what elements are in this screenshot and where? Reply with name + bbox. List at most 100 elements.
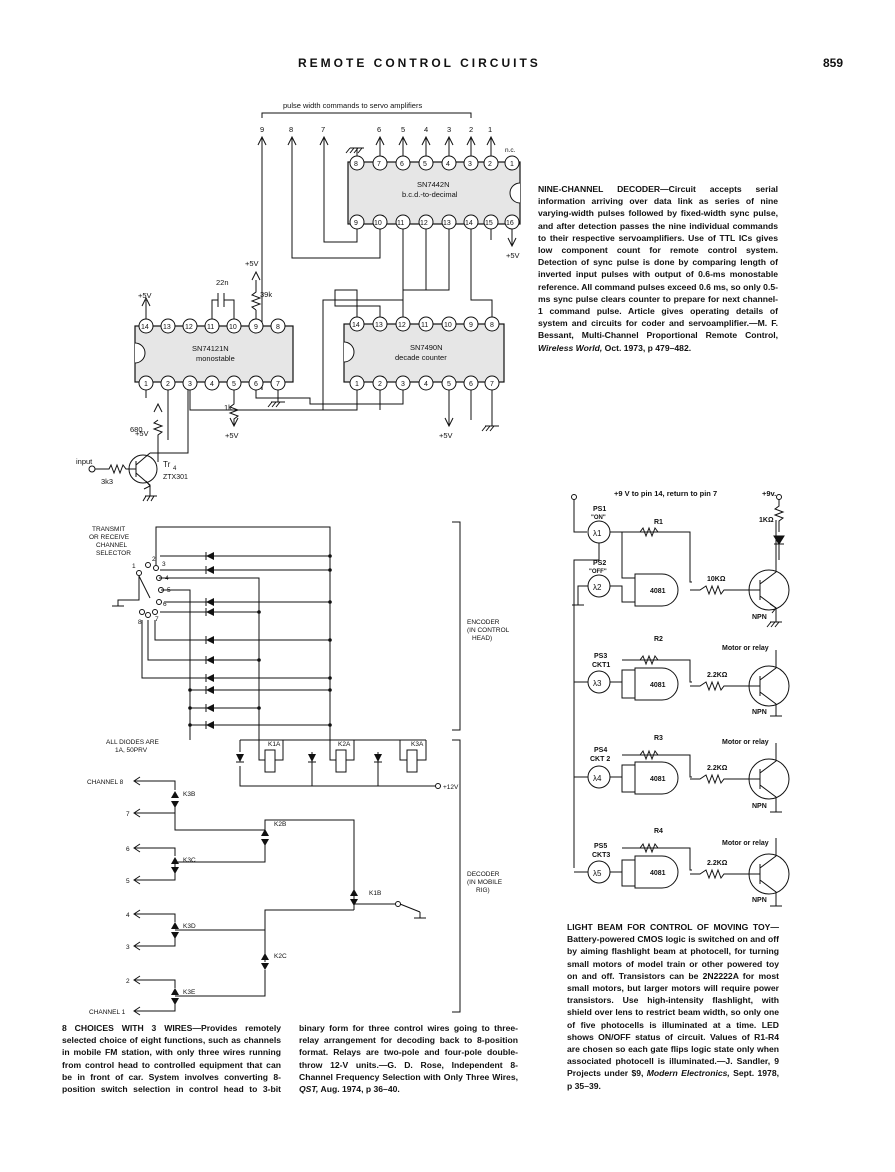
- svg-text:CHANNEL 1: CHANNEL 1: [89, 1009, 126, 1016]
- svg-text:CHANNEL 8: CHANNEL 8: [87, 779, 124, 786]
- svg-text:6: 6: [254, 381, 258, 388]
- fig3-wiring: [571, 494, 790, 907]
- svg-text:10KΩ: 10KΩ: [707, 576, 726, 583]
- svg-text:9: 9: [469, 322, 473, 329]
- svg-text:K3B: K3B: [183, 791, 195, 798]
- svg-text:CKT1: CKT1: [592, 662, 610, 669]
- chip-sn7490n: SN7490N decade counter: [343, 323, 505, 383]
- svg-text:OR RECEIVE: OR RECEIVE: [89, 534, 130, 541]
- svg-text:8: 8: [138, 619, 142, 626]
- svg-text:K2C: K2C: [274, 953, 287, 960]
- svg-text:ENCODER: ENCODER: [467, 619, 500, 626]
- svg-text:6: 6: [377, 125, 381, 134]
- svg-text:10: 10: [444, 322, 452, 329]
- svg-text:1: 1: [144, 381, 148, 388]
- sn7442n-sub: b.c.d.-to-decimal: [402, 190, 458, 199]
- sn74121n-label: SN74121N: [192, 344, 229, 353]
- svg-text:5: 5: [126, 878, 130, 885]
- svg-text:RIG): RIG): [476, 887, 490, 894]
- fig2-relay-contact-labels: K3B K2B K3C K1B K3D K2C K3E: [183, 791, 381, 996]
- svg-text:7: 7: [276, 381, 280, 388]
- r39k-label: 39k: [260, 290, 272, 299]
- fig2-relay-coils: [239, 739, 441, 789]
- sn7442n-vcc: +5V: [506, 251, 520, 260]
- svg-text:13: 13: [375, 322, 383, 329]
- caption-light-beam: LIGHT BEAM FOR CONTROL OF MOVING TOY—Bat…: [567, 922, 780, 1091]
- fig2-switch-positions: 1 2 3 4 5 6 7 8: [132, 556, 171, 626]
- vcc-counter: +5V: [439, 431, 453, 440]
- fig2-encoder-matrix: [141, 526, 331, 740]
- svg-text:3: 3: [401, 381, 405, 388]
- svg-text:Motor or relay: Motor or relay: [722, 645, 769, 652]
- svg-text:Motor or relay: Motor or relay: [722, 739, 769, 746]
- fig2-selector-label: TRANSMIT OR RECEIVE CHANNEL SELECTOR: [89, 526, 131, 557]
- fig2-coil-diodes: [236, 754, 382, 763]
- fig1-output-numbers: 9 8 7 6 5 4 3 2 1 n.c.: [260, 125, 516, 154]
- decoder-label: DECODER (IN MOBILE RIG): [467, 871, 503, 894]
- svg-text:9: 9: [354, 220, 358, 227]
- fig3-supply-note: +9 V to pin 14, return to pin 7: [614, 489, 717, 498]
- svg-text:7: 7: [490, 381, 494, 388]
- svg-text:DECODER: DECODER: [467, 871, 500, 878]
- svg-text:3: 3: [188, 381, 192, 388]
- svg-text:2.2KΩ: 2.2KΩ: [707, 672, 728, 679]
- svg-text:(IN CONTROL: (IN CONTROL: [467, 627, 510, 634]
- svg-text:PS2: PS2: [593, 560, 606, 567]
- svg-text:12: 12: [420, 220, 428, 227]
- vcc-39k: +5V: [245, 259, 259, 268]
- svg-text:6: 6: [469, 381, 473, 388]
- svg-text:PS5: PS5: [594, 843, 607, 850]
- input-label: input: [76, 457, 93, 466]
- svg-text:4081: 4081: [650, 776, 666, 783]
- svg-text:TRANSMIT: TRANSMIT: [92, 526, 125, 533]
- svg-text:2: 2: [488, 161, 492, 168]
- svg-text:9: 9: [254, 324, 258, 331]
- r1k-label: 1k: [224, 403, 232, 412]
- svg-text:R1: R1: [654, 519, 663, 526]
- relay-k2a: K2A: [338, 741, 351, 748]
- svg-text:7: 7: [126, 811, 130, 818]
- svg-text:(IN MOBILE: (IN MOBILE: [467, 879, 503, 886]
- svg-text:K3C: K3C: [183, 857, 196, 864]
- svg-text:1: 1: [510, 161, 514, 168]
- svg-text:1KΩ: 1KΩ: [759, 517, 774, 524]
- svg-text:2.2KΩ: 2.2KΩ: [707, 860, 728, 867]
- svg-text:12: 12: [398, 322, 406, 329]
- fig1-component-labels: 22n 39k +5V +5V 1k +5V +5V +5V 680 680 i…: [76, 259, 453, 486]
- fig2-switch: [112, 562, 164, 618]
- fig1-top-label: pulse width commands to servo amplifiers: [283, 101, 422, 110]
- svg-text:8: 8: [354, 161, 358, 168]
- fig1-top-bracket: [261, 112, 472, 118]
- svg-text:13: 13: [163, 324, 171, 331]
- c22n-label: 22n: [216, 278, 229, 287]
- svg-text:4: 4: [126, 912, 130, 919]
- svg-text:6: 6: [163, 601, 167, 608]
- vcc-1k: +5V: [225, 431, 239, 440]
- svg-text:16: 16: [506, 220, 514, 227]
- svg-text:4081: 4081: [650, 682, 666, 689]
- svg-text:5: 5: [423, 161, 427, 168]
- svg-text:11: 11: [397, 220, 404, 227]
- svg-text:PS3: PS3: [594, 653, 607, 660]
- svg-text:CKT3: CKT3: [592, 852, 610, 859]
- svg-text:PS1: PS1: [593, 506, 606, 513]
- svg-text:14: 14: [141, 324, 149, 331]
- svg-text:2: 2: [166, 381, 170, 388]
- svg-text:1: 1: [355, 381, 359, 388]
- svg-text:10: 10: [374, 220, 382, 227]
- chip-sn7442n: SN7442N b.c.d.-to-decimal: [347, 161, 521, 225]
- svg-text:λ5: λ5: [593, 869, 602, 878]
- svg-text:NPN: NPN: [752, 803, 767, 810]
- encoder-label: ENCODER (IN CONTROL HEAD): [467, 619, 510, 642]
- svg-text:λ4: λ4: [593, 774, 602, 783]
- fig2-decoder-arrows: [171, 791, 358, 1005]
- r680-text: 680: [130, 425, 143, 434]
- svg-text:NPN: NPN: [752, 614, 767, 621]
- svg-text:CHANNEL: CHANNEL: [96, 542, 127, 549]
- svg-text:14: 14: [352, 322, 360, 329]
- fig3-labels: PS1 "ON" λ1 PS2 "OFF" λ2 PS3 CKT1 λ3 PS4…: [589, 506, 774, 904]
- sn7442n-label: SN7442N: [417, 180, 450, 189]
- svg-text:7: 7: [377, 161, 381, 168]
- sn7490n-sub: decade counter: [395, 353, 447, 362]
- chip-sn74121n: SN74121N monostable: [134, 325, 294, 383]
